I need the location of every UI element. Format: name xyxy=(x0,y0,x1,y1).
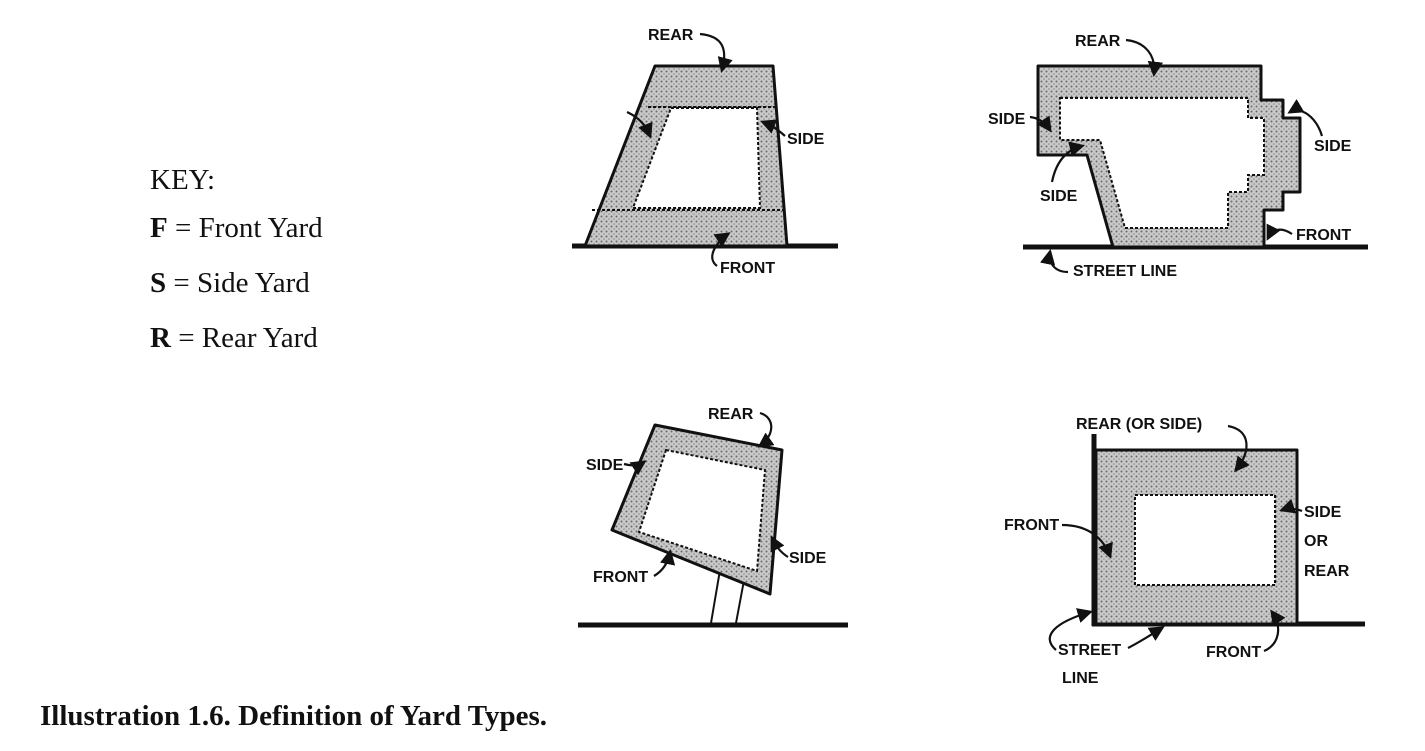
label-side-inner: SIDE xyxy=(1040,188,1078,205)
label-side-left: SIDE xyxy=(988,111,1026,128)
building-footprint xyxy=(1059,97,1265,229)
label-side: SIDE xyxy=(787,131,825,148)
label-side-right: SIDE xyxy=(789,550,827,567)
diagram-corner-lot: REAR (OR SIDE) FRONT SIDE OR REAR STREET… xyxy=(1004,416,1365,687)
diagram-irregular-lot: REAR SIDE SIDE SIDE FRONT STREET LINE xyxy=(988,33,1368,280)
arrow-rear xyxy=(699,32,733,73)
arrow-side-inner xyxy=(1050,141,1085,183)
label-side-or-rear-3: REAR xyxy=(1304,563,1350,580)
label-front: FRONT xyxy=(720,260,775,277)
legend-key: KEY: F = Front Yard S = Side Yard R = Re… xyxy=(150,164,323,376)
building-footprint xyxy=(637,448,767,573)
diagram-rotated-lot: REAR SIDE SIDE FRONT xyxy=(578,406,848,628)
arrow-front-left xyxy=(1061,523,1113,559)
arrow-side-left xyxy=(623,460,647,476)
label-street-line: STREET LINE xyxy=(1073,263,1177,280)
arrow-side xyxy=(760,119,786,137)
label-rear: REAR xyxy=(1075,33,1121,50)
label-side-left: SIDE xyxy=(586,457,624,474)
legend-letter: R xyxy=(150,322,171,354)
arrow-side-left xyxy=(1029,115,1052,133)
arrow-side-left xyxy=(626,111,653,139)
arrow-street-line xyxy=(1048,608,1093,651)
arrow-side-or-rear xyxy=(1279,498,1303,514)
label-side-or-rear-2: OR xyxy=(1304,533,1328,550)
label-street-line-1: STREET xyxy=(1058,642,1121,659)
legend-item-side: S = Side Yard xyxy=(150,266,323,321)
legend-title: KEY: xyxy=(150,164,215,196)
arrow-rear-or-side xyxy=(1227,424,1250,473)
arrow-rear xyxy=(757,411,775,448)
figure-caption: Illustration 1.6. Definition of Yard Typ… xyxy=(40,700,548,732)
legend-letter: S xyxy=(150,267,167,299)
label-front: FRONT xyxy=(593,569,648,586)
label-street-line-2: LINE xyxy=(1062,670,1099,687)
arrow-side-right xyxy=(770,535,789,558)
legend-text: = Front Yard xyxy=(174,212,323,244)
label-side-or-rear-1: SIDE xyxy=(1304,504,1342,521)
legend-letter: F xyxy=(150,212,168,244)
arrow-front xyxy=(1266,223,1293,241)
label-front-left: FRONT xyxy=(1004,517,1059,534)
label-front-bottom: FRONT xyxy=(1206,644,1261,661)
arrow-rear xyxy=(1125,38,1164,78)
arrow-front-bottom xyxy=(1263,609,1286,653)
legend-text: = Side Yard xyxy=(173,267,310,299)
legend-item-front: F = Front Yard xyxy=(150,211,323,266)
arrow-street-line-2 xyxy=(1127,626,1165,649)
arrow-street-line xyxy=(1040,248,1069,274)
label-rear: REAR xyxy=(708,406,754,423)
legend-text: = Rear Yard xyxy=(178,322,318,354)
label-front: FRONT xyxy=(1296,227,1351,244)
arrow-side-right xyxy=(1287,99,1324,137)
arrow-front xyxy=(711,232,731,267)
diagram-trapezoid-lot: REAR SIDE FRONT xyxy=(572,27,838,277)
building-footprint xyxy=(1134,494,1276,586)
label-rear: REAR xyxy=(648,27,694,44)
arrow-front xyxy=(653,548,676,577)
label-rear-or-side: REAR (OR SIDE) xyxy=(1076,416,1202,433)
driveway-line xyxy=(710,569,721,624)
legend-item-rear: R = Rear Yard xyxy=(150,321,323,376)
label-side-right: SIDE xyxy=(1314,138,1352,155)
